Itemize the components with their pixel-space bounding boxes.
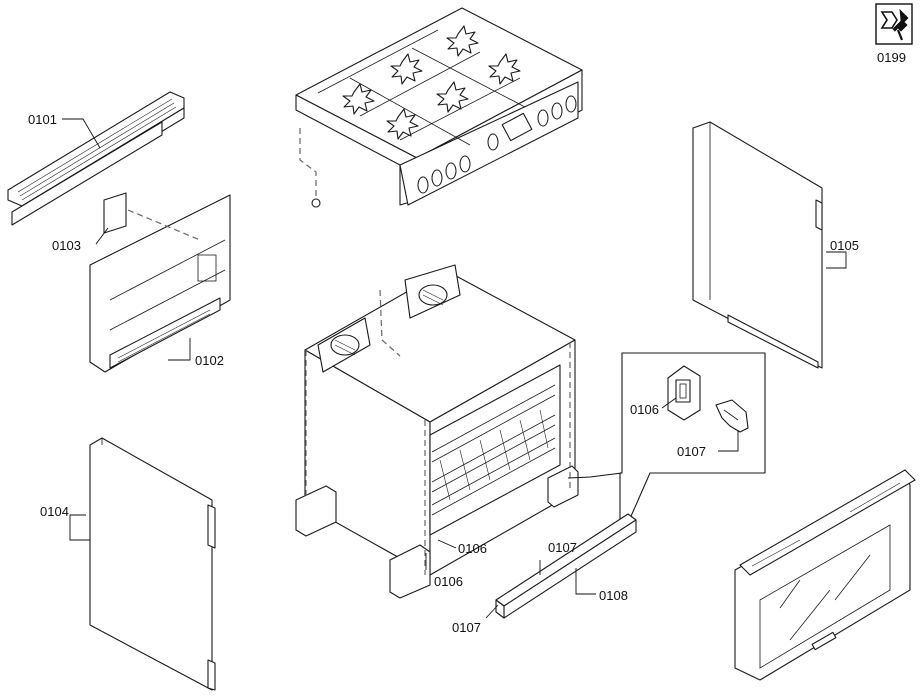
detail-inset bbox=[567, 352, 766, 524]
convection-fan-left bbox=[317, 317, 371, 373]
knob-8 bbox=[565, 95, 577, 113]
label-0106-inset: 0106 bbox=[630, 402, 659, 417]
label-0105: 0105 bbox=[830, 238, 859, 253]
oven-door bbox=[734, 469, 916, 681]
burner-3 bbox=[390, 53, 423, 85]
label-0106-foot: 0106 bbox=[434, 574, 463, 589]
burner-1 bbox=[342, 83, 375, 115]
label-0101: 0101 bbox=[28, 112, 57, 127]
rear-panel-0102 bbox=[89, 194, 231, 373]
knob-4 bbox=[459, 155, 471, 173]
service-tools-icon bbox=[875, 3, 913, 45]
side-panel-right-0105 bbox=[692, 121, 823, 369]
knob-3 bbox=[445, 162, 457, 180]
burner-2 bbox=[386, 108, 419, 140]
brand-badge-icon bbox=[811, 631, 837, 651]
knob-2 bbox=[431, 169, 443, 187]
label-0107-strip: 0107 bbox=[548, 540, 577, 555]
label-0199: 0199 bbox=[877, 50, 906, 65]
label-0104: 0104 bbox=[40, 504, 69, 519]
label-0107-end: 0107 bbox=[452, 620, 481, 635]
foot-front-left bbox=[389, 544, 431, 599]
backguard-vent-0101 bbox=[7, 91, 185, 226]
label-0108: 0108 bbox=[599, 588, 628, 603]
clip-0107 bbox=[715, 399, 749, 433]
burner-4 bbox=[436, 81, 469, 113]
knob-5 bbox=[487, 133, 499, 151]
convection-fan-right bbox=[404, 264, 461, 319]
side-panel-left-0104 bbox=[89, 437, 216, 691]
burner-6 bbox=[488, 53, 521, 85]
foot-rear-left bbox=[295, 485, 337, 537]
display-module bbox=[501, 112, 533, 142]
trim-strip-0108 bbox=[495, 513, 637, 619]
label-0107-inset: 0107 bbox=[677, 444, 706, 459]
oven-body bbox=[295, 264, 579, 599]
label-0103: 0103 bbox=[52, 238, 81, 253]
knob-6 bbox=[537, 109, 549, 127]
cooktop-assembly bbox=[295, 7, 583, 208]
label-0106-lower: 0106 bbox=[458, 541, 487, 556]
knob-7 bbox=[551, 102, 563, 120]
label-0102: 0102 bbox=[195, 353, 224, 368]
plate-0103 bbox=[103, 192, 127, 234]
burner-5 bbox=[446, 25, 479, 57]
bracket-0106 bbox=[667, 365, 701, 421]
knob-1 bbox=[417, 176, 429, 194]
